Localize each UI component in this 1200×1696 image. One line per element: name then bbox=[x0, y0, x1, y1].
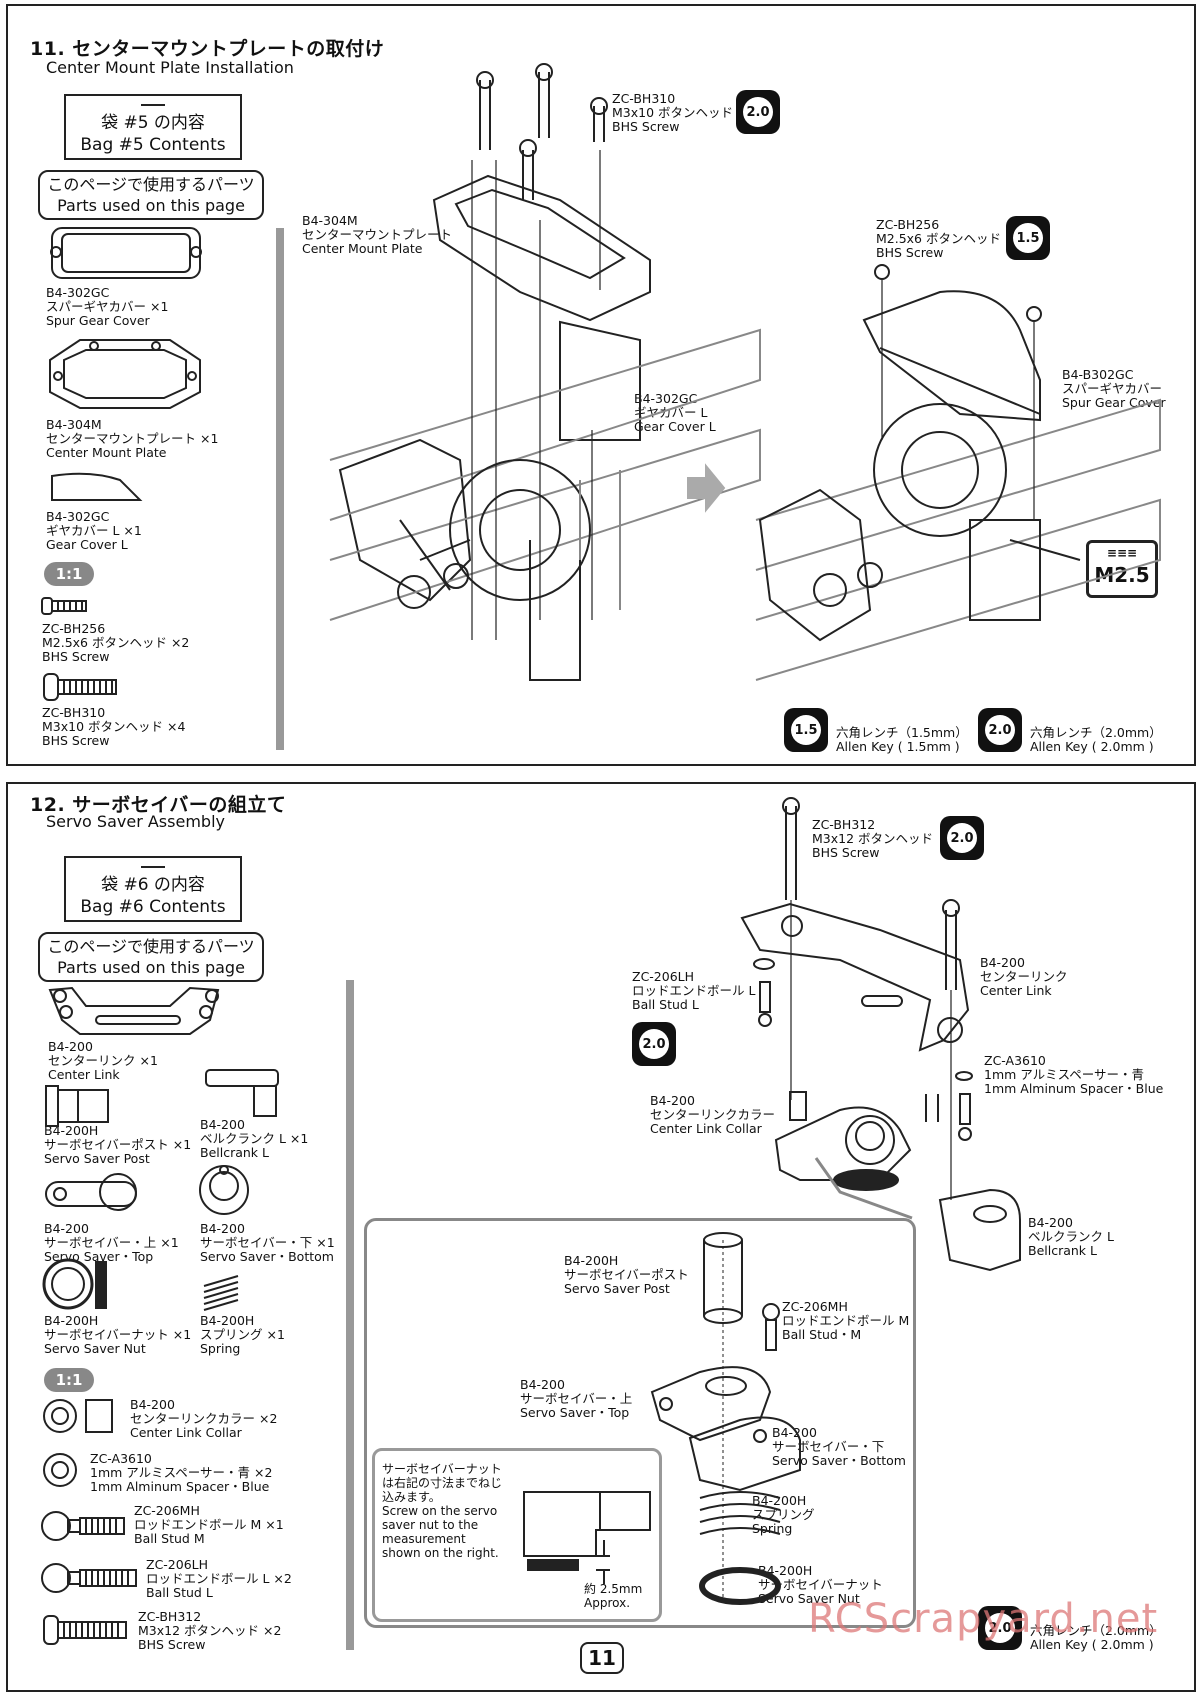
parts-used-en: Parts used on this page bbox=[57, 196, 245, 215]
m3x12-screw-thumb bbox=[43, 1615, 127, 1645]
alu-spacer-thumb bbox=[43, 1453, 77, 1487]
center-link-collar-thumb bbox=[43, 1399, 113, 1433]
screw-size-box: ≡≡≡ M2.5 bbox=[1086, 540, 1158, 598]
parts-used-jp: このページで使用するパーツ bbox=[47, 937, 255, 956]
parts-divider bbox=[276, 228, 284, 750]
bag-dash bbox=[141, 866, 165, 868]
servo-saver-top-thumb bbox=[45, 1173, 137, 1211]
bag-6-box: 袋 #6 の内容 Bag #6 Contents bbox=[64, 856, 242, 922]
note-diagram bbox=[523, 1491, 651, 1584]
section-12-title-en: Servo Saver Assembly bbox=[46, 812, 225, 831]
tool-label: 六角レンチ（2.0mm）Allen Key ( 2.0mm ) bbox=[1030, 1623, 1162, 1652]
parts-used-box: このページで使用するパーツ Parts used on this page bbox=[38, 170, 264, 220]
hex-2-0-badge: 2.0 bbox=[940, 816, 984, 860]
tool-label: 六角レンチ（1.5mm）Allen Key ( 1.5mm ) bbox=[836, 725, 968, 754]
section-11 bbox=[6, 4, 1196, 766]
bag-6-jp: 袋 #6 の内容 bbox=[101, 875, 205, 895]
tool-label: 六角レンチ（2.0mm）Allen Key ( 2.0mm ) bbox=[1030, 725, 1162, 754]
hex-2-0-badge: 2.0 bbox=[632, 1022, 676, 1066]
gear-cover-l-thumb bbox=[51, 472, 143, 501]
spur-gear-cover-thumb bbox=[50, 227, 202, 279]
note-text: サーボセイバーナットは右記の寸法までねじ込みます。 Screw on the s… bbox=[382, 1462, 503, 1560]
detail-inset bbox=[364, 1218, 916, 1628]
center-link-thumb bbox=[48, 986, 220, 1035]
section-11-title-en: Center Mount Plate Installation bbox=[46, 58, 294, 77]
ball-stud-m-thumb bbox=[41, 1511, 125, 1541]
exploded-view-left bbox=[329, 63, 761, 681]
servo-saver-post-thumb bbox=[45, 1085, 109, 1127]
bag-5-en: Bag #5 Contents bbox=[80, 135, 226, 155]
hex-1-5-badge: 1.5 bbox=[1006, 216, 1050, 260]
center-mount-plate-thumb bbox=[49, 339, 201, 409]
parts-used-box: このページで使用するパーツ Parts used on this page bbox=[38, 932, 264, 982]
ball-stud-l-thumb bbox=[41, 1563, 137, 1593]
section-12-title-jp: 12. サーボセイバーの組立て bbox=[30, 794, 287, 816]
arrow-right-icon bbox=[687, 463, 726, 513]
hex-2-0-badge: 2.0 bbox=[978, 1606, 1022, 1650]
parts-used-jp: このページで使用するパーツ bbox=[47, 175, 255, 194]
assembled-view-right bbox=[755, 264, 1161, 681]
servo-saver-nut-thumb bbox=[42, 1258, 107, 1310]
servo-saver-bottom-thumb bbox=[199, 1165, 249, 1215]
hex-1-5-badge: 1.5 bbox=[784, 708, 828, 752]
section-11-title-jp: 11. センターマウントプレートの取付け bbox=[30, 38, 385, 60]
hex-2-0-badge: 2.0 bbox=[978, 708, 1022, 752]
scale-ratio-badge: 1:1 bbox=[44, 1368, 94, 1392]
m3-screw-thumb bbox=[43, 673, 117, 701]
hex-2-0-badge: 2.0 bbox=[736, 90, 780, 134]
section-12 bbox=[6, 782, 1196, 1692]
bag-6-en: Bag #6 Contents bbox=[80, 897, 226, 917]
m25-screw-thumb bbox=[41, 597, 87, 615]
bag-5-box: 袋 #5 の内容 Bag #5 Contents bbox=[64, 94, 242, 160]
parts-divider bbox=[346, 980, 354, 1650]
bag-5-jp: 袋 #5 の内容 bbox=[101, 113, 205, 133]
page-number: 11 bbox=[580, 1642, 624, 1674]
spring-thumb bbox=[203, 1275, 239, 1311]
scale-ratio-badge: 1:1 bbox=[44, 562, 94, 586]
watermark: RCScrapyard.net bbox=[808, 1596, 1159, 1642]
note-box bbox=[372, 1448, 662, 1622]
bag-dash bbox=[141, 104, 165, 106]
servo-saver-exploded bbox=[740, 797, 1021, 1272]
parts-used-en: Parts used on this page bbox=[57, 958, 245, 977]
bellcrank-l-thumb bbox=[205, 1069, 279, 1117]
detail-servo-saver-stack bbox=[650, 1157, 913, 1605]
